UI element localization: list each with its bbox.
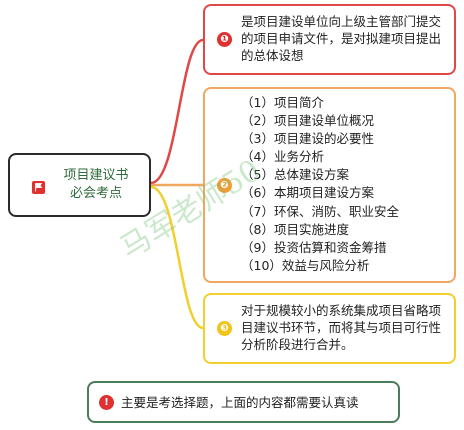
root-subtitle: 必会考点 <box>69 186 122 201</box>
flag-icon <box>32 181 45 194</box>
number-3-badge: ❸ <box>217 321 232 336</box>
number-2-badge: ❷ <box>217 178 232 193</box>
list-item: （10）效益与风险分析 <box>241 257 370 273</box>
list-item: （4）业务分析 <box>241 149 324 165</box>
definition-text: 是项目建设单位向上级主管部门提交的项目申请文件，是对拟建项目提出的总体设想 <box>241 14 442 63</box>
list-item: （6）本期项目建设方案 <box>241 185 374 201</box>
alert-icon: ! <box>99 395 114 410</box>
branch-simplification[interactable]: ❸ 对于规模较小的系统集成项目省略项目建议书环节，而将其与项目可行性分析阶段进行… <box>203 293 456 364</box>
list-item: （5）总体建设方案 <box>241 167 349 183</box>
list-item: （7）环保、消防、职业安全 <box>241 203 399 219</box>
root-topic[interactable]: 项目建议书 必会考点 <box>8 153 151 217</box>
list-item: （1）项目简介 <box>241 95 324 110</box>
list-item: （2）项目建设单位概况 <box>241 113 374 129</box>
list-item: （9）投资估算和资金筹措 <box>241 239 387 255</box>
exam-note[interactable]: ! 主要是考选择题，上面的内容都需要认真读 <box>87 381 400 423</box>
contents-list: （1）项目简介 （2）项目建设单位概况 （3）项目建设的必要性 （4）业务分析 … <box>241 94 399 275</box>
root-title: 项目建议书 <box>63 168 129 183</box>
connector-branch-1 <box>150 38 204 185</box>
note-text: 主要是考选择题，上面的内容都需要认真读 <box>121 395 359 410</box>
list-item: （3）项目建设的必要性 <box>241 131 374 147</box>
list-item: （8）项目实施进度 <box>241 221 349 237</box>
branch-contents[interactable]: ❷ （1）项目简介 （2）项目建设单位概况 （3）项目建设的必要性 （4）业务分… <box>203 87 456 283</box>
connector-branch-3 <box>150 185 204 330</box>
simplification-text: 对于规模较小的系统集成项目省略项目建议书环节，而将其与项目可行性分析阶段进行合并… <box>241 303 442 352</box>
root-label: 项目建议书 必会考点 <box>44 167 148 203</box>
number-1-badge: ❶ <box>217 32 232 47</box>
branch-definition[interactable]: ❶ 是项目建设单位向上级主管部门提交的项目申请文件，是对拟建项目提出的总体设想 <box>203 4 456 75</box>
